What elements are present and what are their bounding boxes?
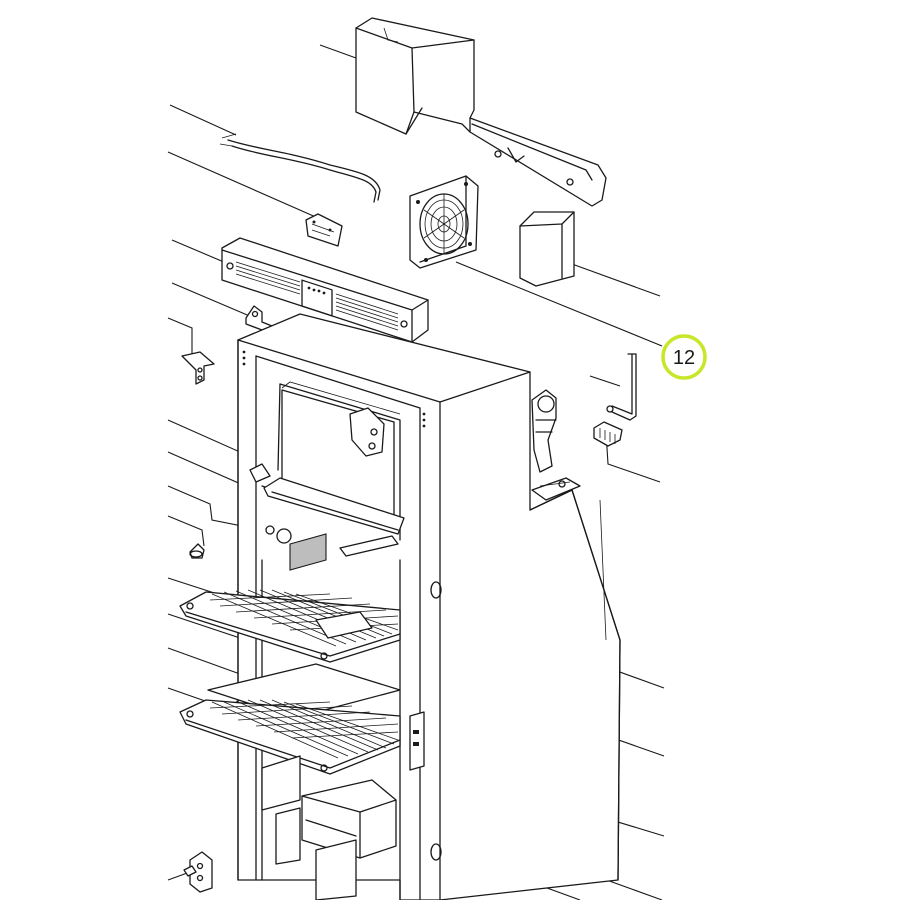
bottom-hinge bbox=[183, 851, 213, 893]
cooling-fan bbox=[409, 175, 479, 269]
upper-wire-shelf bbox=[179, 589, 401, 663]
label-panel bbox=[289, 533, 327, 571]
control-panel bbox=[221, 237, 429, 343]
hex-key bbox=[606, 353, 637, 421]
callout-12[interactable]: 12 bbox=[661, 334, 707, 380]
crisper-drawers bbox=[261, 755, 397, 900]
cooling-unit-assembly bbox=[531, 389, 581, 501]
callout-ring bbox=[661, 334, 707, 380]
connector-strip bbox=[593, 421, 623, 447]
lower-wire-shelf bbox=[179, 699, 401, 775]
callout-label: 12 bbox=[673, 347, 695, 369]
air-duct-cover bbox=[355, 17, 607, 207]
wiring-harness bbox=[219, 133, 381, 203]
small-fittings bbox=[189, 525, 292, 559]
control-board bbox=[305, 213, 343, 247]
electronic-module bbox=[519, 211, 575, 287]
drip-tray bbox=[249, 463, 405, 557]
